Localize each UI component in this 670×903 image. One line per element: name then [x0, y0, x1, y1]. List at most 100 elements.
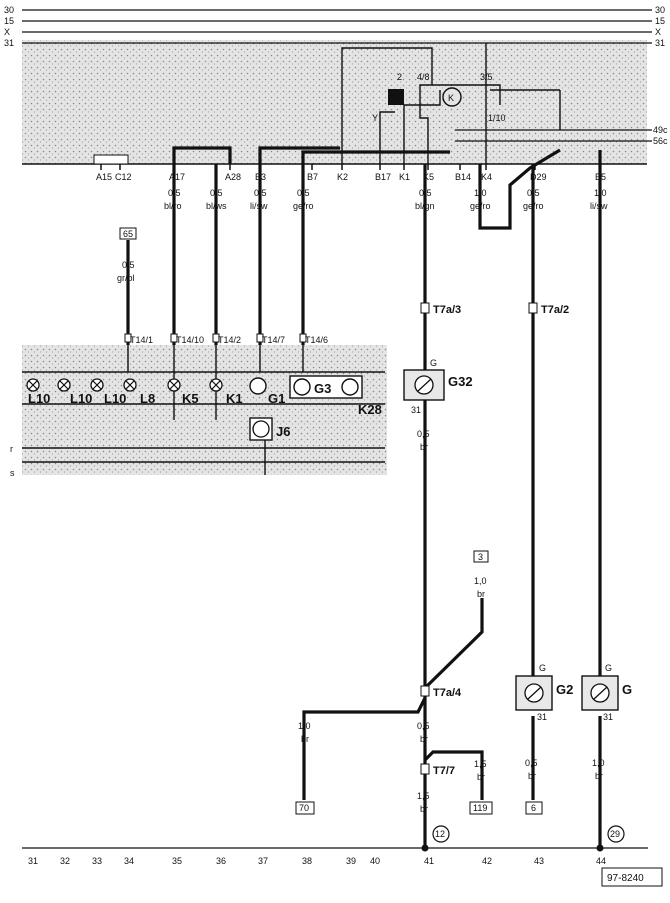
terminal-label: K2 [337, 172, 348, 182]
terminal-label: K5 [423, 172, 434, 182]
conn-t7a4-pin [420, 685, 430, 697]
comp-l8: L8 [140, 391, 155, 406]
ref-box-70-label: 70 [299, 803, 309, 813]
wire-color-label: bl/ws [206, 201, 227, 211]
comp-k1: K1 [226, 391, 243, 406]
rail-label-left-30: 30 [4, 5, 14, 15]
column-number: 37 [258, 856, 268, 866]
rail-label-right-30: 30 [655, 5, 665, 15]
ref-65-wire-size: 0,5 [122, 260, 135, 270]
wire-color-label: li/sw [250, 201, 268, 211]
relay-block [388, 89, 404, 105]
rail-label-left-x: X [4, 27, 10, 37]
terminal-label: B14 [455, 172, 471, 182]
lamp-icon [123, 378, 137, 392]
sensor-g-bottom-pin: 31 [603, 712, 613, 722]
comp-l10-b: L10 [70, 391, 92, 406]
wire-below-t7a4-size: 0,5 [417, 721, 430, 731]
lamp-icon [90, 378, 104, 392]
control-unit-shading [22, 40, 647, 164]
cluster-connector-label: T14/1 [130, 335, 153, 345]
top-wires [126, 146, 602, 688]
wire-size-label: 0,5 [254, 188, 267, 198]
ref-65-wire-color: gr/bl [117, 273, 135, 283]
ref-3-wire-size: 1,0 [474, 576, 487, 586]
wire-g32-out-size: 0,5 [417, 429, 430, 439]
sensor-g32-label: G32 [448, 374, 473, 389]
terminal-block-a15-c12 [93, 154, 129, 165]
ref-box-3-label: 3 [478, 552, 483, 562]
conn-t77-pin [420, 763, 430, 775]
lamp-icon [209, 378, 223, 392]
conn-t77-label: T7/7 [433, 765, 455, 777]
rail-label-right-x: X [655, 27, 661, 37]
ground-node-44 [596, 844, 604, 852]
comp-g3: G3 [314, 381, 331, 396]
comp-l10-a: L10 [28, 391, 50, 406]
wire-70-size: 1,0 [298, 721, 311, 731]
sensor-g-top-pin: G [605, 663, 612, 673]
sensor-g32-bottom-pin: 31 [411, 405, 421, 415]
rail-label-right-31: 31 [655, 38, 665, 48]
wire-size-label: 1,0 [474, 188, 487, 198]
rail-label-49c: 49c [653, 125, 668, 135]
wire-color-label: ge/ro [523, 201, 544, 211]
comp-k5: K5 [182, 391, 199, 406]
doc-code: 97-8240 [607, 873, 644, 884]
relay-label-110: 1/10 [488, 113, 506, 123]
terminal-label: K1 [399, 172, 410, 182]
sensor-g-label: G [622, 682, 632, 697]
lamp-icon [167, 378, 181, 392]
sensor-g-needle [593, 686, 608, 700]
circle-ref-12 [432, 825, 450, 843]
sensor-g2-top-pin: G [539, 663, 546, 673]
g1-gauge-icon [249, 377, 267, 395]
lamp-icon [26, 378, 40, 392]
wire-119-size: 1,5 [474, 759, 487, 769]
column-number: 34 [124, 856, 134, 866]
column-number: 31 [28, 856, 38, 866]
wire-size-label: 0,5 [297, 188, 310, 198]
ground-node-41 [421, 844, 429, 852]
wire-color-label: li/sw [590, 201, 608, 211]
relay-label-y: Y [372, 113, 378, 123]
wire-below-t77-size: 1,5 [417, 791, 430, 801]
lamp-icon [57, 378, 71, 392]
sensor-g2-label: G2 [556, 682, 573, 697]
relay-label-2: 2 [397, 72, 402, 82]
comp-j6: J6 [276, 424, 290, 439]
ref-box-65 [119, 227, 137, 240]
column-number: 44 [596, 856, 606, 866]
ref-box-70 [295, 801, 315, 815]
comp-k28: K28 [358, 402, 382, 417]
rail-label-right-15: 15 [655, 16, 665, 26]
wire-color-label: ge/ro [293, 201, 314, 211]
ref-box-119-label: 119 [473, 803, 487, 813]
column-number: 41 [424, 856, 434, 866]
wire-g-out-size: 1,0 [592, 758, 605, 768]
column-number: 33 [92, 856, 102, 866]
column-number: 40 [370, 856, 380, 866]
rail-label-left-15: 15 [4, 16, 14, 26]
rail-label-left-31: 31 [4, 38, 14, 48]
cluster-connector-pin [212, 333, 220, 343]
conn-t7a4-label: T7a/4 [433, 687, 462, 699]
conn-t7a3-label: T7a/3 [433, 304, 461, 316]
column-number: 38 [302, 856, 312, 866]
sensor-g2-bottom-pin: 31 [537, 712, 547, 722]
column-number: 32 [60, 856, 70, 866]
relay-coil-icon [442, 87, 462, 107]
ref-box-6 [525, 801, 543, 815]
wire-size-label: 0,5 [210, 188, 223, 198]
g3-gauge-icon [293, 378, 311, 396]
ref-box-65-label: 65 [123, 229, 133, 239]
cluster-connector-label: T14/6 [305, 335, 328, 345]
k28-lamp-icon [341, 378, 359, 396]
terminal-label: K4 [481, 172, 492, 182]
terminal-label: A17 [169, 172, 185, 182]
cluster-connector-label: T14/7 [262, 335, 285, 345]
cluster-connector-pin [170, 333, 178, 343]
